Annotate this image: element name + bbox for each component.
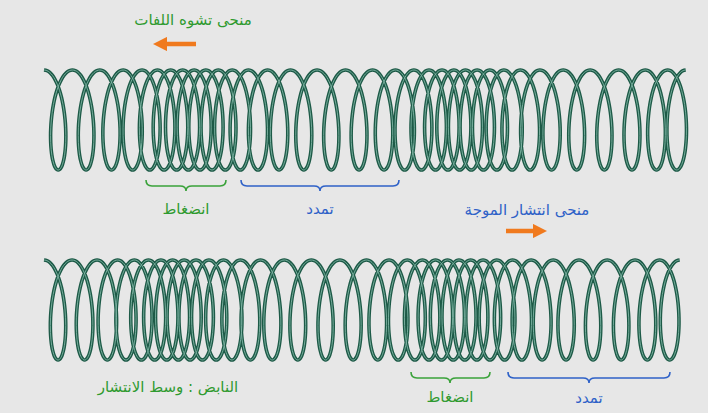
medium-label: النابض : وسط الانتشار <box>98 378 238 396</box>
direction-arrow <box>506 229 540 234</box>
expansion-label: تمدد <box>575 389 602 407</box>
expansion-bracket <box>508 372 670 383</box>
direction-label: منحى تشوه اللفات <box>134 11 251 29</box>
spring-coils <box>44 70 686 360</box>
compression-label: انضغاط <box>426 388 473 406</box>
spring-coil <box>44 70 686 170</box>
compression-label: انضغاط <box>162 200 209 218</box>
spring-coil <box>44 260 680 360</box>
expansion-label: تمدد <box>306 200 333 218</box>
compression-bracket <box>411 372 490 383</box>
direction-label: منحى انتشار الموجة <box>465 201 590 219</box>
compression-bracket <box>146 180 226 191</box>
spring-highlight <box>44 70 686 170</box>
direction-arrow <box>160 42 196 47</box>
spring-highlight <box>44 260 680 360</box>
expansion-bracket <box>241 180 399 191</box>
